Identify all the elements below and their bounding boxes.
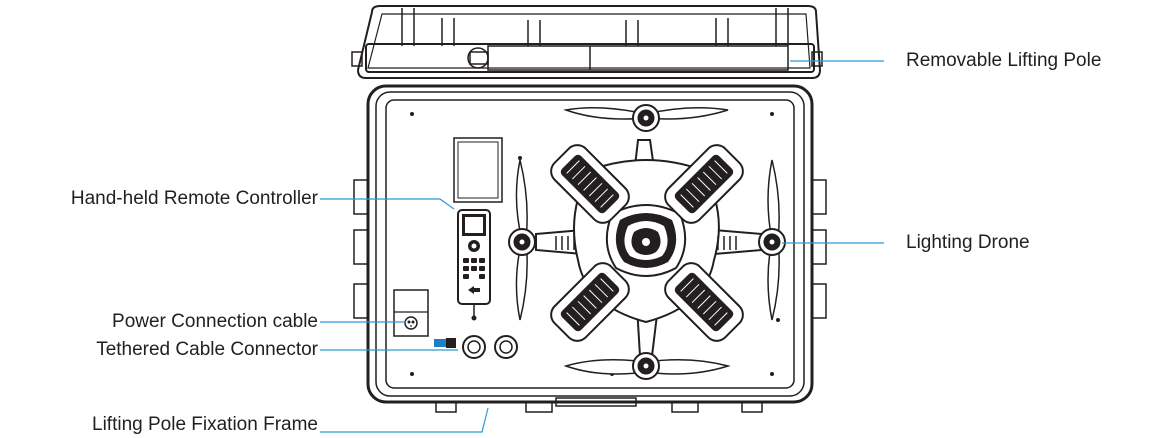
remote-controller — [453, 137, 503, 321]
leader-lines — [320, 60, 884, 433]
label-power-connection-cable: Power Connection cable — [112, 311, 318, 332]
tethered-cable-connector — [434, 335, 518, 359]
label-lighting-drone: Lighting Drone — [906, 232, 1030, 253]
case-lid — [351, 5, 823, 79]
power-connection-box — [393, 289, 429, 337]
case-base — [353, 84, 827, 413]
label-hand-held-remote-controller: Hand-held Remote Controller — [70, 188, 318, 209]
label-removable-lifting-pole: Removable Lifting Pole — [906, 50, 1102, 71]
label-lifting-pole-fixation-frame: Lifting Pole Fixation Frame — [92, 414, 318, 435]
label-tethered-cable-connector: Tethered Cable Connector — [96, 339, 318, 360]
lighting-drone — [508, 104, 786, 380]
